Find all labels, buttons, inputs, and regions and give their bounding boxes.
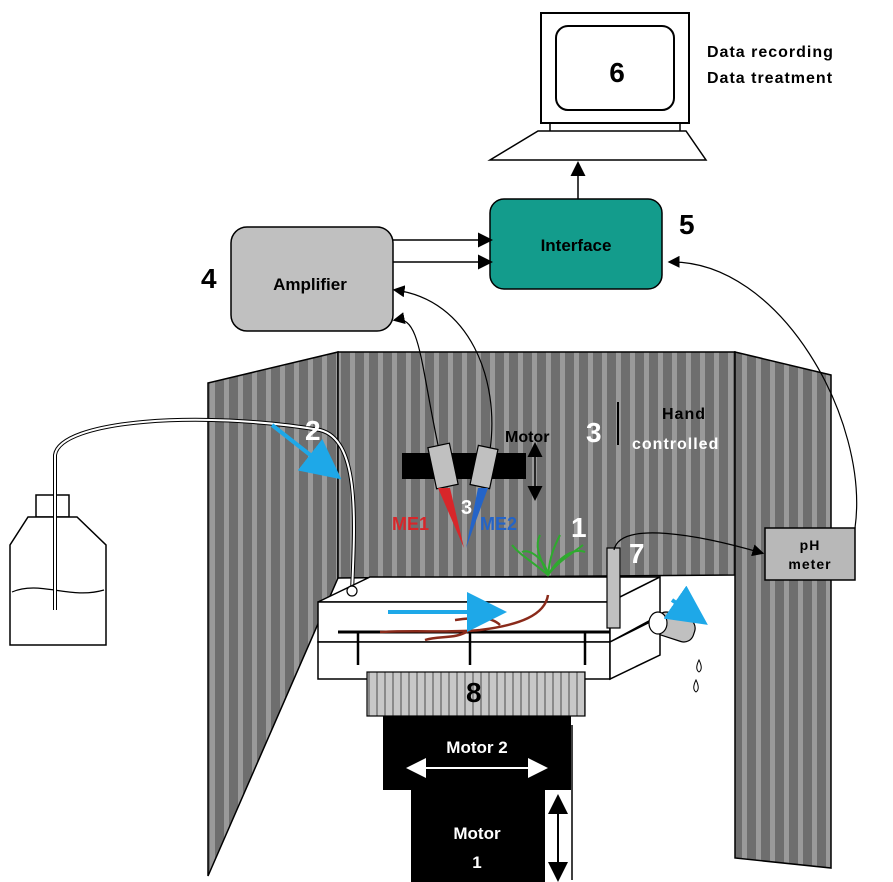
label-5: 5: [679, 209, 695, 240]
me2-cable: [392, 285, 493, 451]
label-3: 3: [586, 417, 602, 448]
me2-label: ME2: [480, 514, 517, 534]
motor3-label: Motor: [505, 429, 549, 446]
label-4: 4: [201, 263, 217, 294]
label-3-electrode: 3: [461, 497, 472, 519]
computer-icon: [487, 12, 708, 161]
label-8: 8: [466, 677, 482, 708]
hand-label: Hand: [662, 406, 706, 423]
ph-electrode-cable: [613, 532, 765, 557]
me1-label: ME1: [392, 514, 429, 534]
amplifier-box: [230, 226, 394, 332]
amplifier-label: Amplifier: [273, 275, 347, 294]
label-7: 7: [629, 538, 645, 569]
computer-controlled-label: Controlled: [593, 806, 688, 825]
label-6: 6: [609, 57, 625, 88]
droplet-icon: [693, 658, 702, 693]
computer-label: Computer: [596, 777, 684, 796]
cooling-plate: [366, 671, 586, 717]
faraday-shield: [207, 351, 832, 877]
ph-meter-box: [764, 527, 856, 581]
motor1-box: [411, 790, 545, 882]
motor1-label-b: 1: [472, 853, 481, 872]
motor1-label-a: Motor: [453, 824, 501, 843]
interface-label: Interface: [541, 236, 612, 255]
motor3-bar: [402, 453, 526, 479]
ph-meter-label-2: meter: [788, 556, 831, 572]
label-9: 9: [256, 764, 272, 795]
bottle-icon: [9, 494, 107, 646]
outflow-arrow: [663, 585, 708, 625]
data-recording-label: Data recording: [707, 44, 834, 61]
label-2: 2: [305, 415, 321, 446]
ph-meter-label-1: pH: [800, 537, 821, 553]
data-treatment-label: Data treatment: [707, 70, 833, 87]
label-1: 1: [571, 512, 587, 543]
ph-cable: [667, 255, 858, 529]
ph-electrode: [606, 547, 621, 629]
hand-controlled-label: controlled: [632, 436, 719, 453]
inflow-arrow: [270, 423, 342, 480]
motor2-label: Motor 2: [446, 738, 507, 757]
me1-cable: [392, 312, 439, 446]
electrode-icon: [427, 442, 499, 548]
